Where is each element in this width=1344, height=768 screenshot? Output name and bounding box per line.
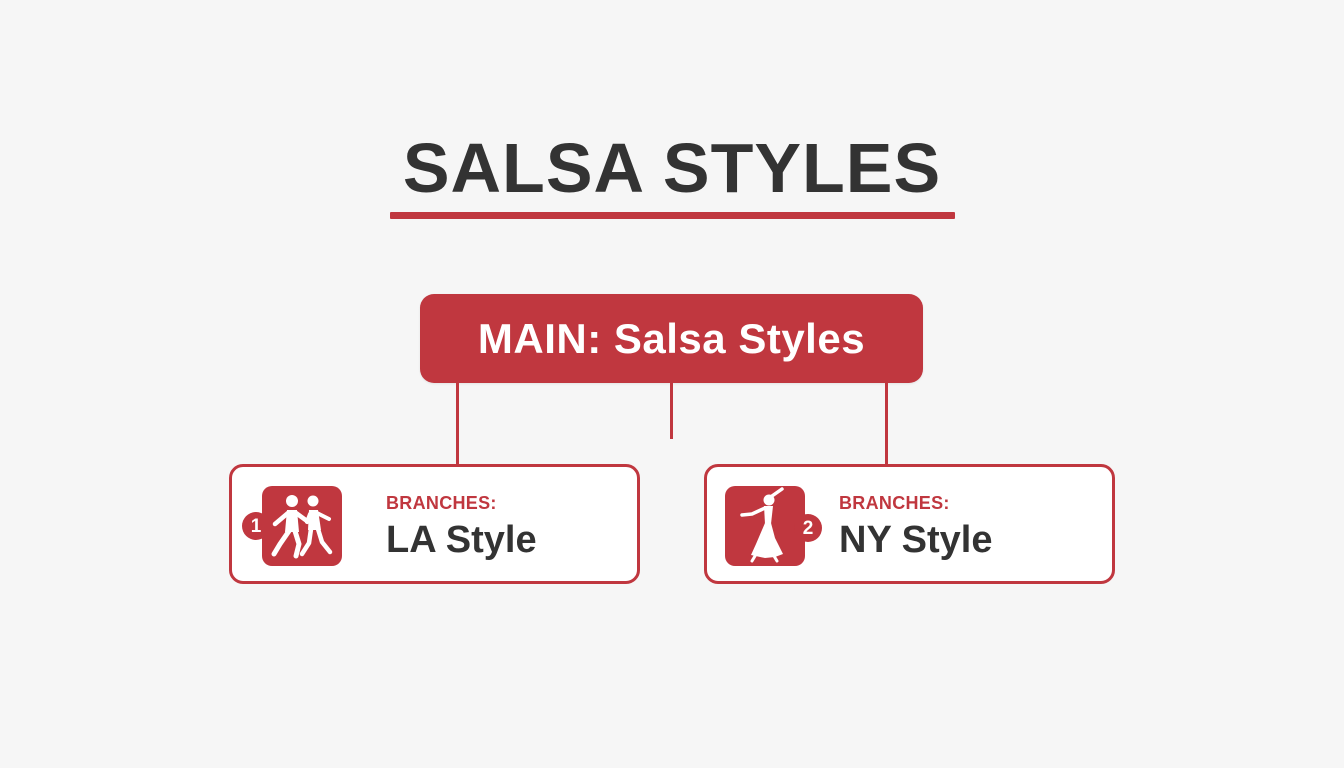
connector-center: [670, 383, 673, 439]
branch-card-ny-style: 2 BRANCHES: NY Style: [704, 464, 1115, 584]
dancer-woman-graphic: [740, 487, 784, 563]
branch-label: BRANCHES:: [386, 493, 497, 513]
main-node-label: MAIN: Salsa Styles: [477, 314, 866, 362]
connector-left: [456, 383, 459, 464]
branch-name: NY Style: [839, 519, 993, 561]
main-node: MAIN: Salsa Styles: [420, 294, 923, 383]
connector-right: [885, 383, 888, 464]
branch-card-la-style: 1 BRANCHES: LA Style: [229, 464, 640, 584]
title-underline: [390, 212, 955, 219]
branch-label: BRANCHES:: [839, 493, 950, 513]
diagram-title: SALSA STYLES: [402, 129, 942, 207]
branch-number-badge: 2: [794, 514, 822, 542]
dancer-woman-icon: [725, 486, 805, 566]
branch-name: LA Style: [386, 519, 537, 561]
couple-dancers-graphic: [271, 495, 333, 559]
couple-dancers-icon: [262, 486, 342, 566]
